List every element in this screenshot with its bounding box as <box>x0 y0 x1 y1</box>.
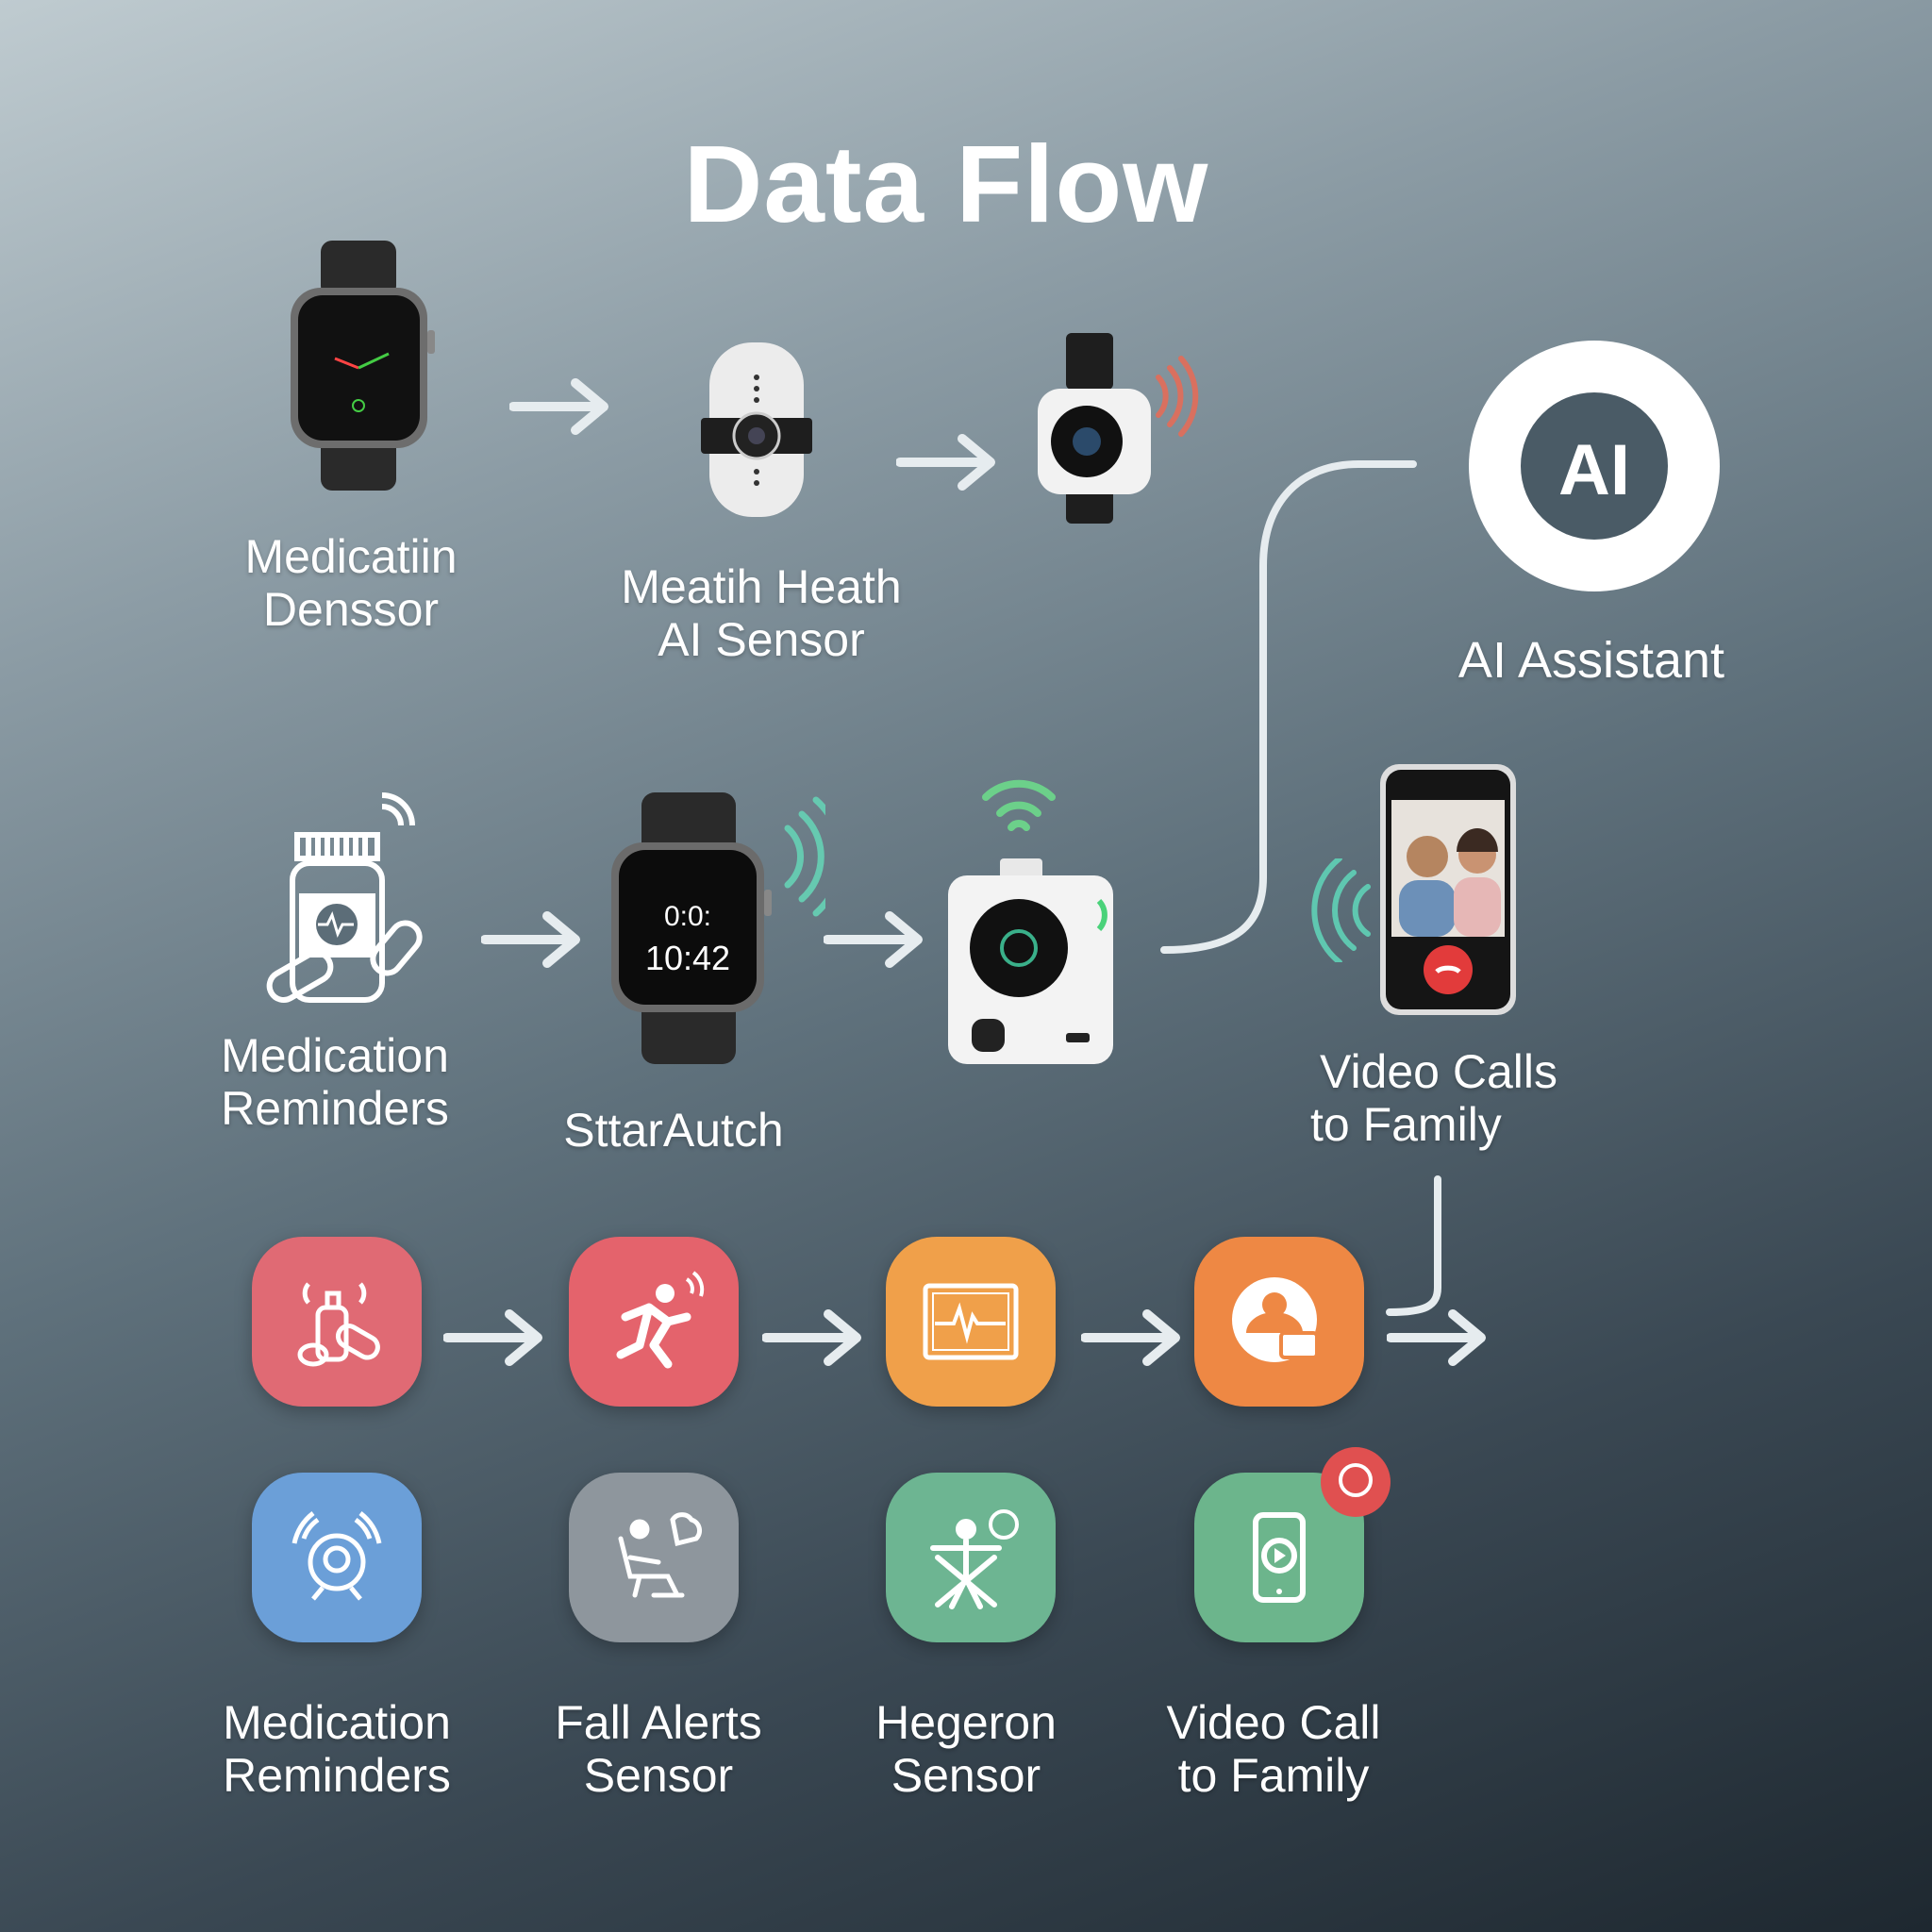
watch-screen-time: 10:42 <box>644 939 731 977</box>
arrow-right-icon <box>443 1309 542 1366</box>
label-line: Medicatiin <box>244 530 458 583</box>
smartwatch-icon <box>291 241 435 491</box>
label-line: Medication <box>223 1696 451 1749</box>
medication-alert-icon <box>297 1282 380 1367</box>
label-line: to Family <box>1309 1098 1502 1151</box>
label-sttarautch: SttarAutch <box>563 1104 784 1157</box>
heart-monitor-icon <box>923 1283 1019 1360</box>
label-line: Reminders <box>223 1749 451 1802</box>
label-line: Video Call <box>1166 1696 1381 1749</box>
label-line: Reminders <box>221 1082 449 1135</box>
pill-bottle-icon <box>266 792 423 1003</box>
tile-hegeron-sensor[interactable] <box>886 1473 1056 1642</box>
wearable-sensor-icon <box>701 342 812 517</box>
reminder-alarm-icon <box>291 1511 382 1601</box>
label-line: Video Calls <box>1319 1045 1558 1098</box>
label-line: Denssor <box>262 583 440 636</box>
arrow-right-icon <box>896 434 995 491</box>
tile-medication-alert[interactable] <box>252 1237 422 1407</box>
label-line: Sensor <box>891 1749 1041 1802</box>
video-contact-icon <box>1232 1277 1319 1362</box>
person-sensor-icon <box>930 1509 1019 1609</box>
label-line: Medication <box>221 1029 449 1082</box>
signal-waves-icon <box>1311 858 1371 962</box>
home-camera-icon <box>948 779 1113 1064</box>
label-line: AI Sensor <box>658 613 865 666</box>
label-line: Sensor <box>583 1749 734 1802</box>
phone-video-call-icon <box>1380 764 1516 1015</box>
fall-alert-chair-icon <box>618 1512 702 1598</box>
video-call-phone-icon <box>1253 1512 1306 1603</box>
page-title: Data Flow <box>683 123 1209 245</box>
label-ai-assistant: AI Assistant <box>1457 632 1725 689</box>
fall-detection-icon <box>616 1271 705 1369</box>
ai-assistant-icon <box>1469 341 1720 591</box>
tile-fall-detection[interactable] <box>569 1237 739 1407</box>
tile-heart-monitor[interactable] <box>886 1237 1056 1407</box>
watch-screen-top: 0:0: <box>663 901 712 932</box>
arrow-right-icon <box>509 378 608 435</box>
label-line: to Family <box>1177 1749 1370 1802</box>
arrow-right-icon <box>1387 1309 1486 1366</box>
label-line: Meatih Heath <box>621 560 902 613</box>
arrow-right-icon <box>1081 1309 1180 1366</box>
alert-badge-icon <box>1321 1447 1391 1517</box>
tile-video-contact[interactable] <box>1194 1237 1364 1407</box>
label-line: Fall Alerts <box>555 1696 762 1749</box>
arrow-right-icon <box>762 1309 861 1366</box>
ai-badge-text: AI <box>1558 430 1630 510</box>
camera-sensor-icon <box>1038 333 1199 524</box>
tile-fall-alerts-sensor[interactable] <box>569 1473 739 1642</box>
arrow-right-icon <box>824 911 923 968</box>
arrow-right-icon <box>481 911 580 968</box>
smartwatch-icon <box>611 792 825 1064</box>
tile-medication-reminders[interactable] <box>252 1473 422 1642</box>
label-line: Hegeron <box>875 1696 1057 1749</box>
